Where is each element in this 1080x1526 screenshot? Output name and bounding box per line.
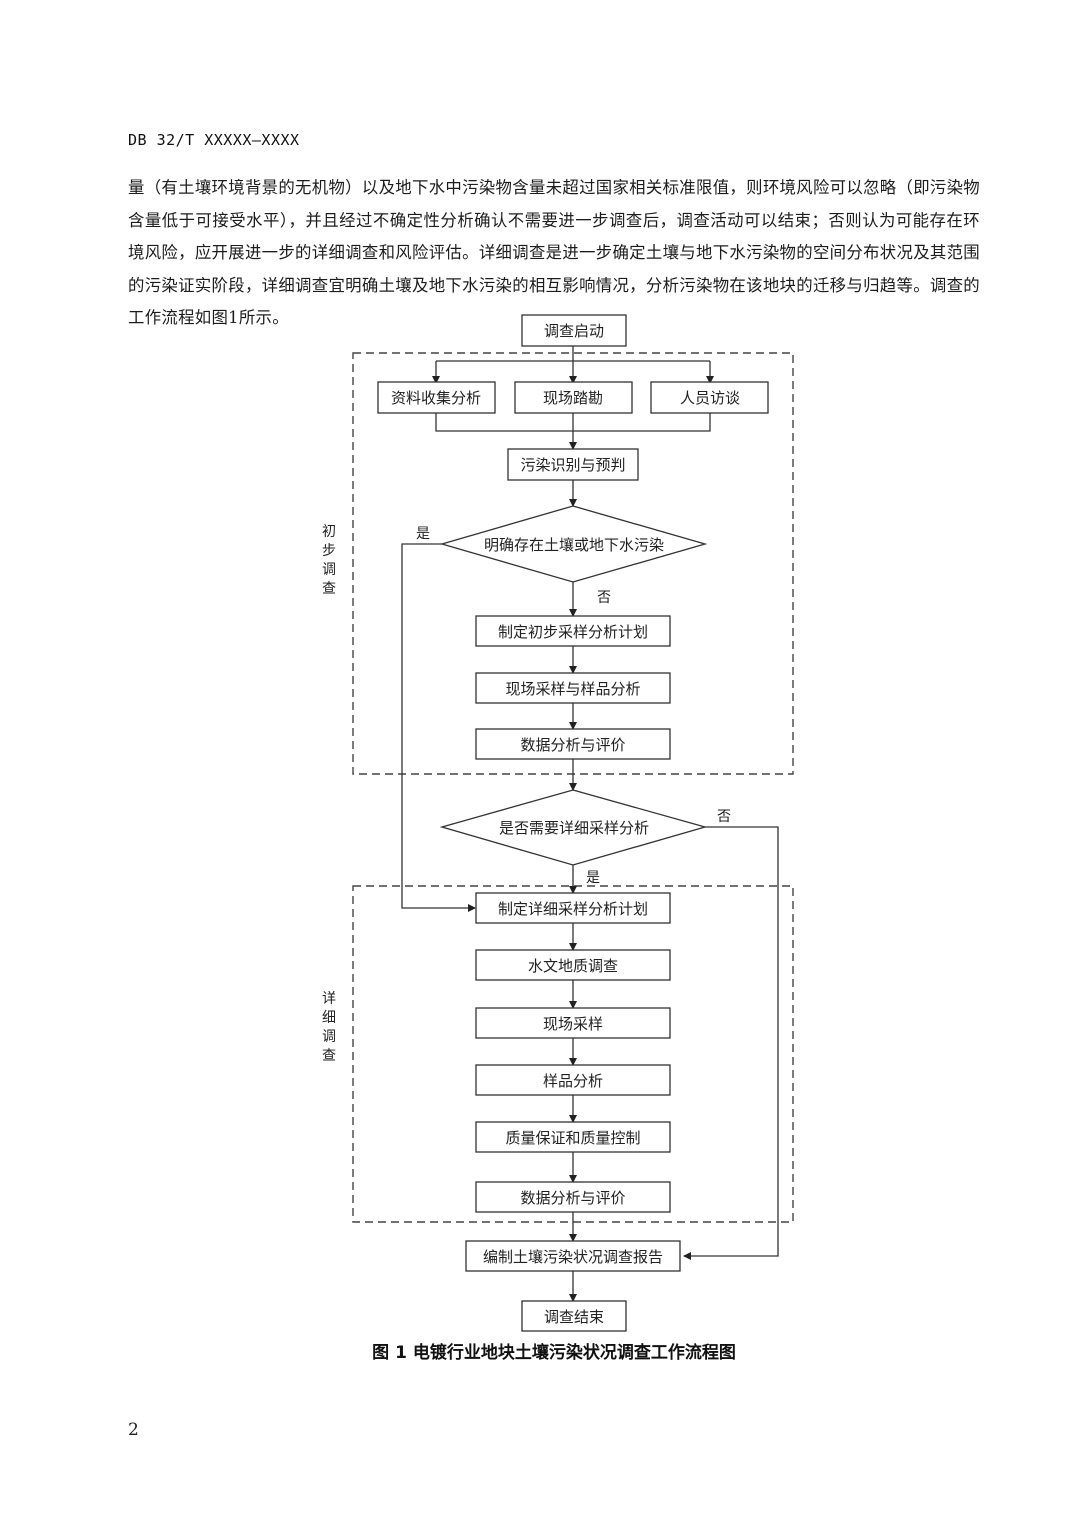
node-site-reconnaissance: 现场踏勘 — [514, 381, 633, 414]
node-sample-analysis: 样品分析 — [475, 1064, 671, 1096]
svg-text:查: 查 — [322, 1048, 336, 1064]
svg-text:初: 初 — [322, 523, 336, 540]
page-number: 2 — [128, 1420, 139, 1440]
svg-text:调: 调 — [322, 1029, 336, 1045]
svg-text:现场踏勘: 现场踏勘 — [543, 389, 603, 407]
svg-text:是否需要详细采样分析: 是否需要详细采样分析 — [499, 819, 649, 837]
svg-text:步: 步 — [322, 543, 336, 559]
svg-text:明确存在土壤或地下水污染: 明确存在土壤或地下水污染 — [484, 536, 664, 554]
decision2-yes-label: 是 — [586, 870, 600, 886]
svg-text:制定初步采样分析计划: 制定初步采样分析计划 — [498, 623, 648, 641]
node-data-collection: 资料收集分析 — [377, 381, 496, 414]
svg-text:查: 查 — [322, 581, 336, 597]
figure-caption: 图 1 电镀行业地块土壤污染状况调查工作流程图 — [372, 1343, 736, 1363]
svg-text:详: 详 — [322, 991, 336, 1007]
svg-text:样品分析: 样品分析 — [543, 1072, 603, 1090]
svg-text:污染识别与预判: 污染识别与预判 — [520, 456, 625, 474]
node-report: 编制土壤污染状况调查报告 — [465, 1240, 681, 1272]
svg-text:数据分析与评价: 数据分析与评价 — [520, 1189, 625, 1207]
preliminary-group-label: 初 步 调 查 — [322, 523, 336, 597]
node-start: 调查启动 — [521, 314, 627, 347]
svg-text:水文地质调查: 水文地质调查 — [528, 957, 618, 975]
svg-text:现场采样与样品分析: 现场采样与样品分析 — [505, 680, 640, 698]
decision1-no-label: 否 — [597, 590, 611, 606]
svg-text:质量保证和质量控制: 质量保证和质量控制 — [505, 1129, 640, 1147]
svg-text:编制土壤污染状况调查报告: 编制土壤污染状况调查报告 — [483, 1248, 663, 1266]
detailed-group-label: 详 细 调 查 — [322, 991, 336, 1064]
decision-pollution-confirmed: 明确存在土壤或地下水污染 — [439, 505, 708, 583]
node-prelim-sampling-analysis: 现场采样与样品分析 — [475, 672, 671, 704]
body-paragraph: 量（有土壤环境背景的无机物）以及地下水中污染物含量未超过国家相关标准限值，则环境… — [128, 178, 980, 327]
node-field-sampling: 现场采样 — [475, 1007, 671, 1039]
svg-text:数据分析与评价: 数据分析与评价 — [520, 736, 625, 754]
svg-text:调查结束: 调查结束 — [544, 1308, 604, 1326]
node-personnel-interview: 人员访谈 — [650, 381, 769, 414]
connector-no-to-report — [683, 826, 779, 1260]
decision1-yes-label: 是 — [416, 526, 430, 542]
node-end: 调查结束 — [521, 1300, 627, 1332]
node-detailed-sampling-plan: 制定详细采样分析计划 — [475, 892, 671, 924]
svg-text:细: 细 — [322, 1010, 336, 1026]
node-pollution-identification: 污染识别与预判 — [507, 448, 639, 481]
svg-text:人员访谈: 人员访谈 — [680, 389, 740, 407]
svg-text:调: 调 — [322, 562, 336, 578]
svg-text:调查启动: 调查启动 — [544, 322, 604, 340]
decision-detailed-sampling-needed: 是否需要详细采样分析 — [439, 789, 708, 866]
standard-code-header: DB 32/T XXXXX—XXXX — [128, 131, 300, 149]
node-quality-assurance: 质量保证和质量控制 — [475, 1121, 671, 1153]
connector-yes-to-detailed — [401, 543, 476, 912]
decision2-no-label: 否 — [717, 809, 731, 825]
node-prelim-data-evaluation: 数据分析与评价 — [475, 728, 671, 760]
svg-text:资料收集分析: 资料收集分析 — [391, 389, 481, 407]
node-detailed-data-evaluation: 数据分析与评价 — [475, 1181, 671, 1213]
node-hydrogeological-survey: 水文地质调查 — [475, 949, 671, 981]
svg-text:现场采样: 现场采样 — [543, 1015, 603, 1033]
svg-text:制定详细采样分析计划: 制定详细采样分析计划 — [498, 900, 648, 918]
node-prelim-sampling-plan: 制定初步采样分析计划 — [475, 615, 671, 647]
